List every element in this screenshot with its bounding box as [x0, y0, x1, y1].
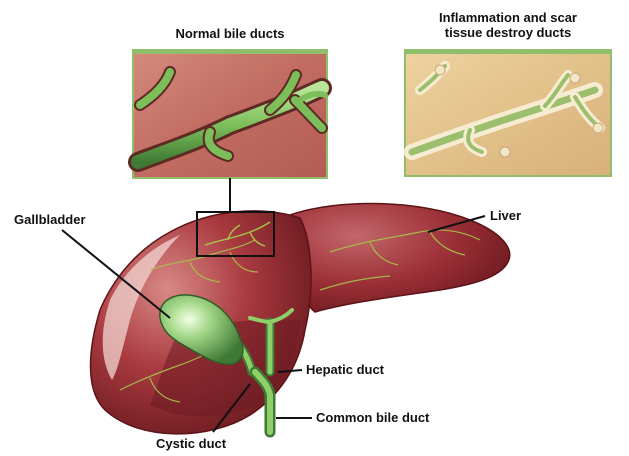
inflamed-ducts-title-line1: Inflammation and scar	[405, 10, 611, 25]
cystic-duct-label: Cystic duct	[156, 436, 226, 451]
inflamed-ducts-title-line2: tissue destroy ducts	[405, 25, 611, 40]
liver-label: Liver	[490, 208, 521, 223]
normal-ducts-inset	[133, 50, 327, 178]
inflamed-ducts-inset	[405, 50, 611, 176]
common-bile-duct-label: Common bile duct	[316, 410, 429, 425]
liver	[90, 204, 509, 434]
gallbladder-label: Gallbladder	[14, 212, 86, 227]
normal-ducts-title: Normal bile ducts	[133, 26, 327, 41]
hepatic-duct-label: Hepatic duct	[306, 362, 384, 377]
inflamed-ducts-title: Inflammation and scar tissue destroy duc…	[405, 10, 611, 40]
